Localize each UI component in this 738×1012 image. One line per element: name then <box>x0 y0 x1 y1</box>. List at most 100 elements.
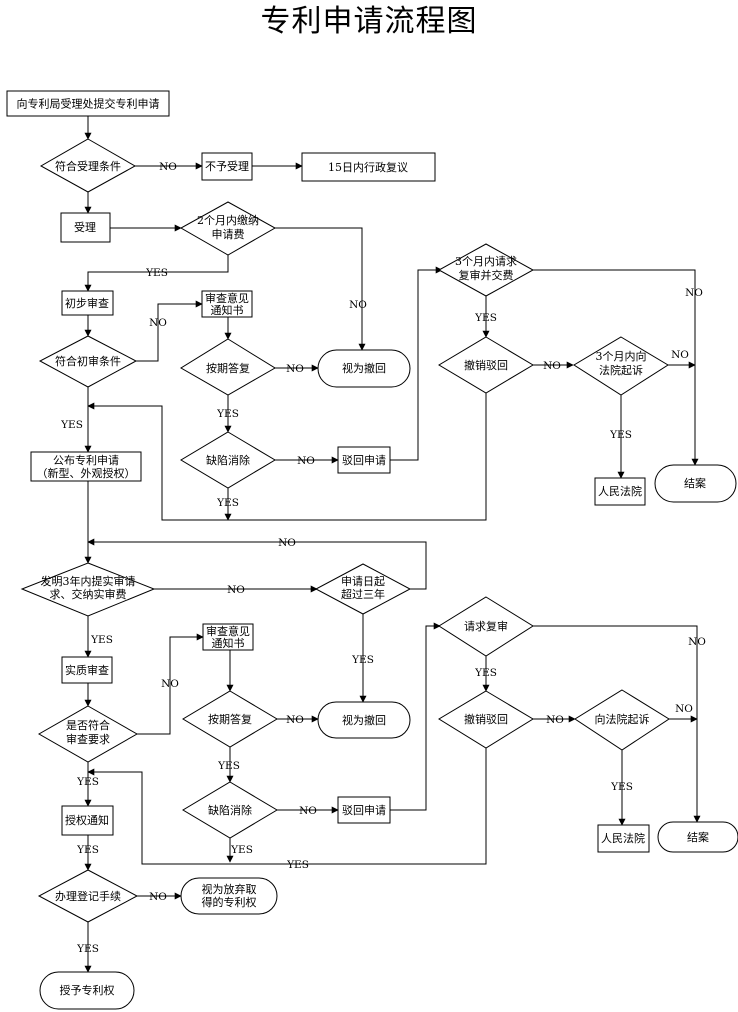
node-not-accept <box>201 152 253 181</box>
node-opinion2 <box>202 623 254 651</box>
node-reply1 <box>180 338 276 396</box>
node-end2-label: 结案 <box>687 830 709 844</box>
node-publish <box>30 451 142 482</box>
flowchart-edge-labels: NO YES NO NO NO YES YES NO YES YES NO NO… <box>60 161 706 955</box>
edge-label-no: NO <box>149 317 167 329</box>
edge-label-yes: YES <box>609 429 632 441</box>
node-submit-label: 向专利局受理处提交专利申请 <box>17 97 160 111</box>
node-court2-label: 人民法院 <box>601 831 645 845</box>
page-title: 专利申请流程图 <box>260 4 478 39</box>
node-over3y <box>314 563 412 615</box>
edge-label-yes: YES <box>216 408 239 420</box>
node-opinion2-line2: 通知书 <box>212 636 245 650</box>
edge-label-no: NO <box>675 703 693 715</box>
edge-label-yes: YES <box>474 312 497 324</box>
node-reply1-label: 按期答复 <box>206 361 250 375</box>
node-defect2 <box>182 781 278 839</box>
node-defect2-label: 缺陷消除 <box>208 803 252 817</box>
node-opinion1-line2: 通知书 <box>211 303 244 317</box>
node-meet-substantive-line1: 是否符合 <box>66 718 110 732</box>
node-review-req2 <box>438 596 534 657</box>
edge-label-no: NO <box>149 891 167 903</box>
node-prelim-exam <box>61 290 114 316</box>
edge-label-yes: YES <box>90 634 113 646</box>
node-revoke-reject2 <box>438 690 534 749</box>
edge-label-yes: YES <box>351 654 374 666</box>
node-substantive-req-line1: 发明3年内提实审请 <box>41 574 136 588</box>
edge-label-no: NO <box>543 360 561 372</box>
node-abandon <box>180 877 278 915</box>
edge-label-yes: YES <box>145 267 168 279</box>
edge-label-yes: YES <box>76 943 99 955</box>
node-meet-accept-label: 符合受理条件 <box>55 159 121 173</box>
node-pay-fee <box>179 201 277 256</box>
edge-label-no: NO <box>278 537 296 549</box>
node-review-req1-line2: 复审并交费 <box>459 268 514 282</box>
node-submit <box>6 90 170 117</box>
edge-label-yes: YES <box>217 760 240 772</box>
node-reply2 <box>182 690 278 748</box>
node-end1-label: 结案 <box>684 476 706 490</box>
edge-label-yes: YES <box>76 844 99 856</box>
node-withdraw2-label: 视为撤回 <box>342 713 386 727</box>
node-abandon-line1: 视为放弃取 <box>202 882 257 896</box>
node-review-req1 <box>437 243 535 297</box>
node-review-req2-label: 请求复审 <box>464 619 508 633</box>
node-register-label: 办理登记手续 <box>55 889 121 903</box>
edge-label-no: NO <box>227 584 245 596</box>
node-grant-notice-label: 授权通知 <box>65 813 109 827</box>
edge-label-no: NO <box>546 714 564 726</box>
edge-label-yes: YES <box>286 859 309 871</box>
node-court2 <box>597 824 650 853</box>
node-meet-substantive-line2: 审查要求 <box>66 732 110 746</box>
node-meet-accept <box>39 138 137 193</box>
node-withdraw1-label: 视为撤回 <box>342 361 386 375</box>
node-grant-label: 授予专利权 <box>60 983 115 997</box>
edge-label-yes: YES <box>216 497 239 509</box>
node-sue2 <box>574 689 670 751</box>
node-withdraw2 <box>317 701 411 739</box>
edge-label-yes: YES <box>230 844 253 856</box>
node-substantive <box>61 656 113 684</box>
edge-label-no: NO <box>297 455 315 467</box>
node-substantive-req <box>20 562 156 617</box>
node-accept <box>60 212 111 243</box>
node-substantive-req-line2: 求、交纳实审费 <box>50 587 127 601</box>
flowchart-edges <box>84 116 701 973</box>
node-over3y-line2: 超过三年 <box>341 587 385 601</box>
node-defect1 <box>180 431 276 489</box>
edge-label-yes: YES <box>60 419 83 431</box>
node-sue2-label: 向法院起诉 <box>595 712 650 726</box>
node-abandon-line2: 得的专利权 <box>202 895 257 909</box>
edge-label-no: NO <box>349 299 367 311</box>
node-reject1-label: 驳回申请 <box>342 454 386 467</box>
node-review-req1-line1: 3个月内请求 <box>455 254 517 268</box>
node-sue1-line1: 3个月内向 <box>596 349 647 363</box>
node-end1 <box>654 464 737 503</box>
node-revoke-reject1-label: 撤销驳回 <box>464 358 508 372</box>
node-sue1 <box>573 336 669 396</box>
node-admin-review-label: 15日内行政复议 <box>328 160 408 174</box>
edge-label-no: NO <box>685 287 703 299</box>
node-register <box>37 869 139 923</box>
node-admin-review <box>301 152 436 182</box>
node-opinion2-line1: 审查意见 <box>206 624 250 638</box>
node-revoke-reject2-label: 撤销驳回 <box>464 712 508 726</box>
node-publish-line1: 公布专利申请 <box>53 453 119 467</box>
edge-label-no: NO <box>286 714 304 726</box>
node-accept-label: 受理 <box>74 221 96 234</box>
node-publish-line2: （新型、外观授权） <box>37 466 136 480</box>
node-opinion1 <box>201 290 253 318</box>
node-substantive-label: 实质审查 <box>65 663 109 677</box>
node-revoke-reject1 <box>438 336 534 394</box>
edge-label-no: NO <box>299 805 317 817</box>
edge-label-no: NO <box>688 636 706 648</box>
node-sue1-line2: 法院起诉 <box>599 363 643 377</box>
node-court1-label: 人民法院 <box>598 484 642 498</box>
node-reject1 <box>337 446 391 474</box>
edge-label-no: NO <box>286 363 304 375</box>
node-pay-fee-line1: 2个月内缴纳 <box>197 213 259 227</box>
node-reject2-label: 驳回申请 <box>342 804 386 817</box>
node-reject2 <box>337 796 391 824</box>
flowchart-nodes: 向专利局受理处提交专利申请 符合受理条件 不予受理 15日内行政复议 受理 2个… <box>6 90 738 1010</box>
